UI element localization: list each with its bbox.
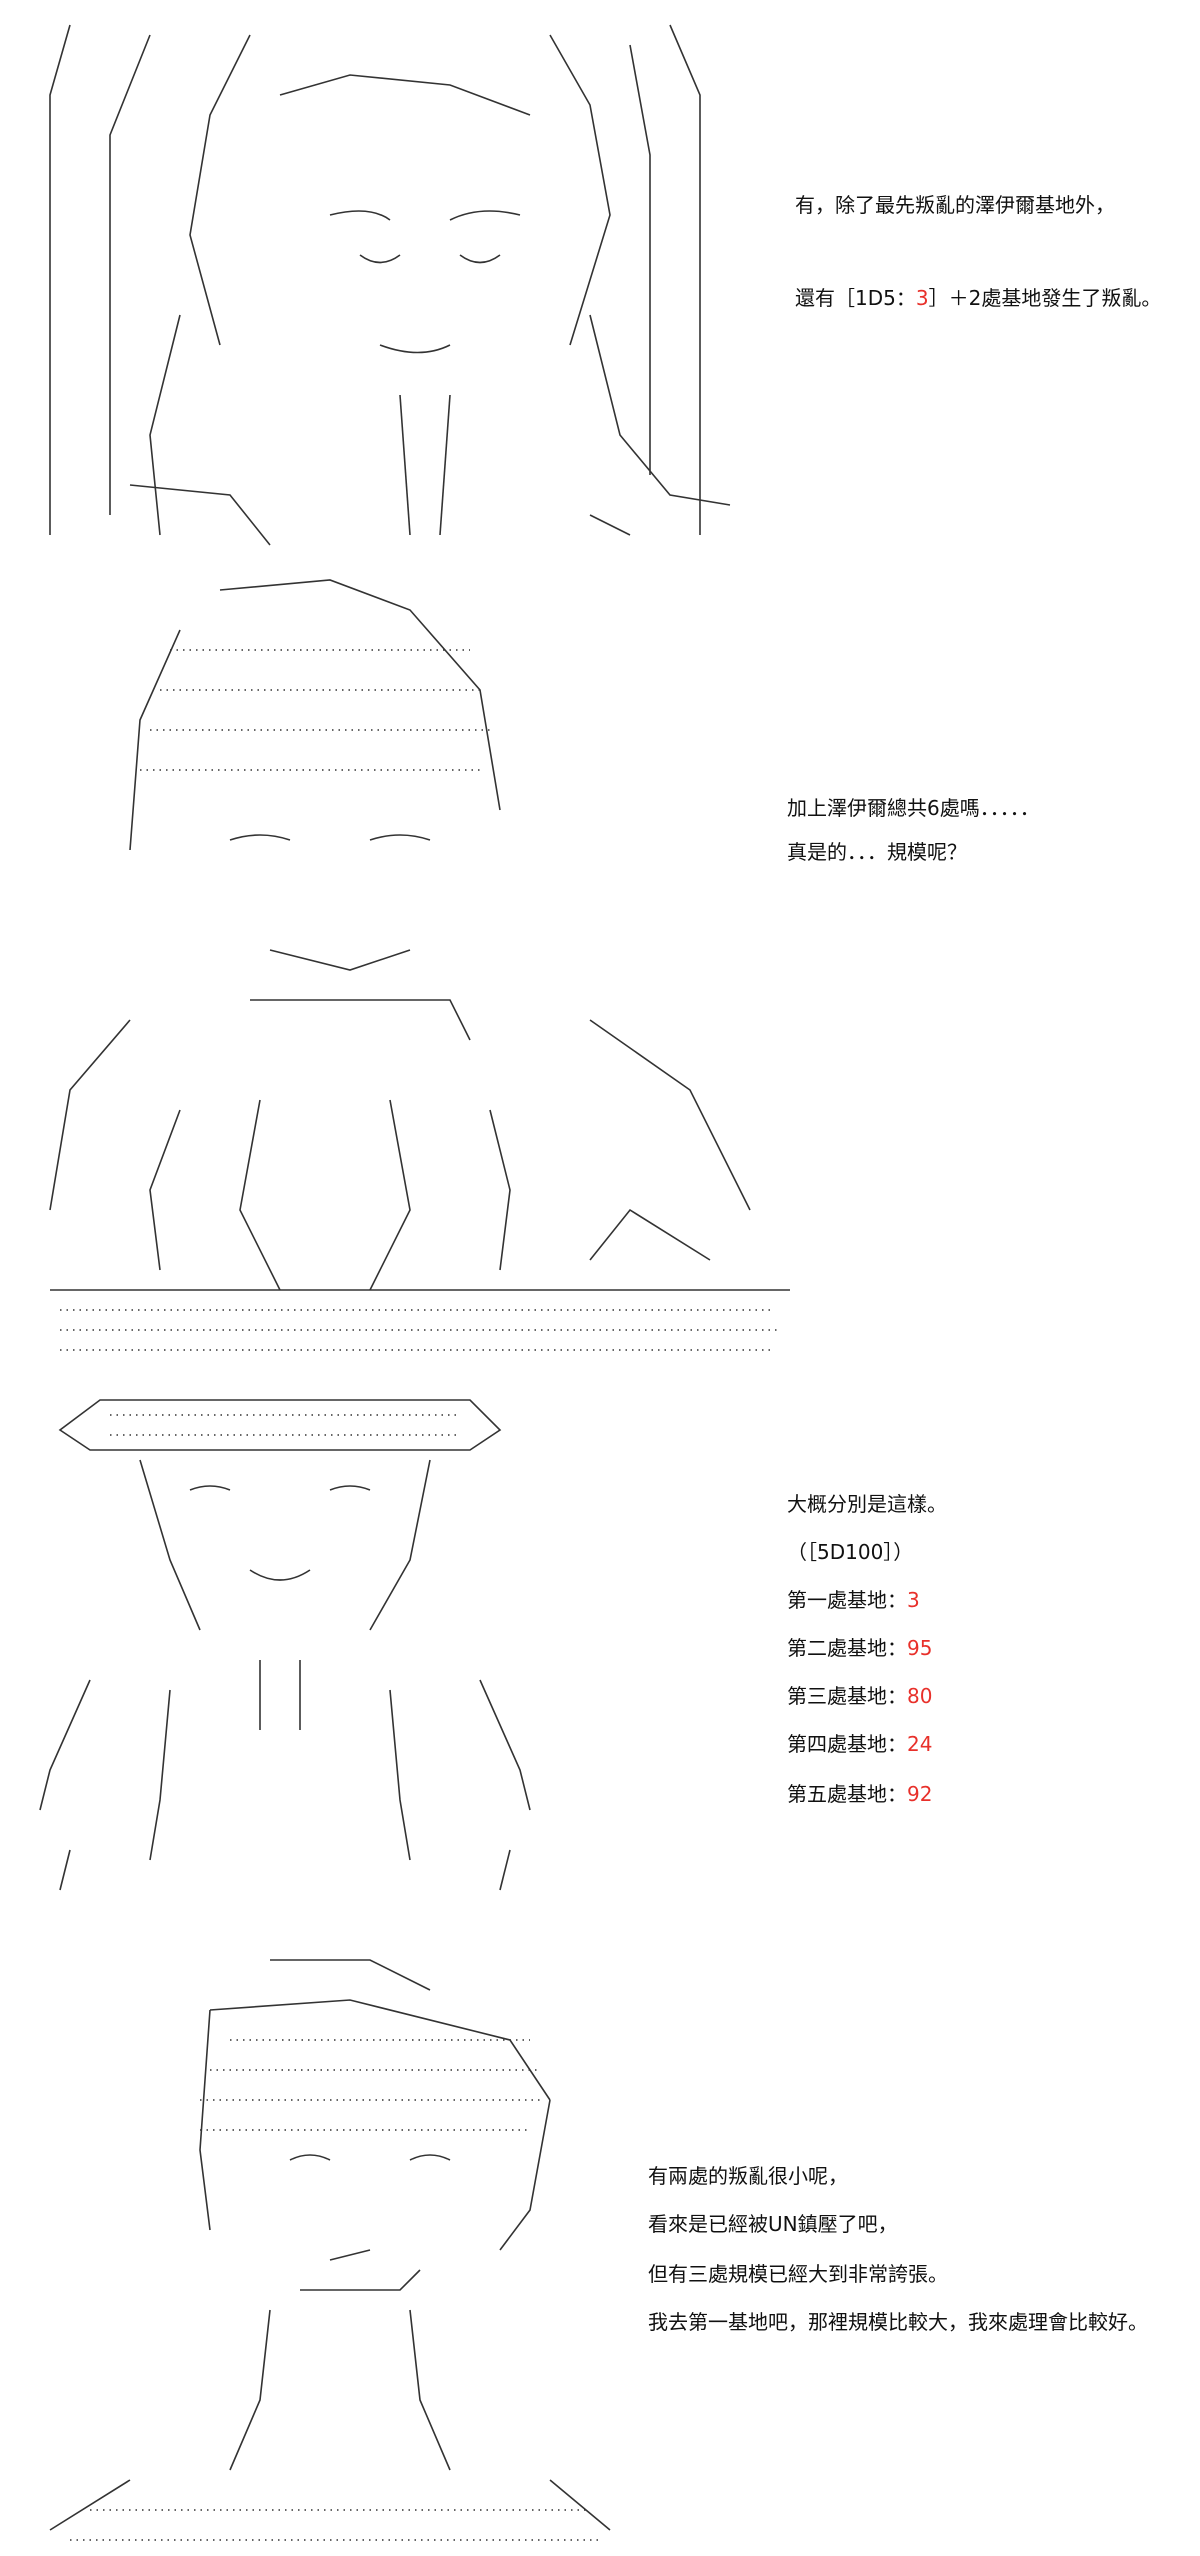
dialogue-line: 加上澤伊爾總共6處嗎．．．．． [787,796,1040,820]
dice-roll-label: （［5D100］） [787,1540,914,1564]
dialogue-line: 真是的．．．規模呢？ [787,840,967,864]
ascii-art-character-3 [30,1390,540,1910]
base-result-row: 第一處基地：3 [787,1588,920,1612]
panel-1: 有，除了最先叛亂的澤伊爾基地外， 還有［1D5：3］＋2處基地發生了叛亂。 [0,0,1200,560]
panel-4: 有兩處的叛亂很小呢， 看來是已經被UN鎮壓了吧， 但有三處規模已經大到非常誇張。… [0,1950,1200,2556]
ascii-art-character-2 [30,570,790,1360]
dialogue-line: 我去第一基地吧，那裡規模比較大，我來處理會比較好。 [648,2310,1148,2334]
panel-2: 加上澤伊爾總共6處嗎．．．．． 真是的．．．規模呢？ [0,570,1200,1370]
dialogue-line: 有，除了最先叛亂的澤伊爾基地外， [795,193,1115,217]
dialogue-text: ］＋2處基地發生了叛亂。 [928,286,1162,310]
dice-result: 3 [915,286,929,310]
base-value: 24 [907,1732,933,1756]
dialogue-text: 還有［1D5： [795,286,916,310]
base-result-row: 第四處基地：24 [787,1732,932,1756]
base-value: 92 [907,1782,933,1806]
base-label: 第五處基地： [787,1782,907,1806]
base-label: 第一處基地： [787,1588,907,1612]
base-label: 第四處基地： [787,1732,907,1756]
dialogue-line: 但有三處規模已經大到非常誇張。 [648,2262,948,2286]
ascii-art-character-4 [30,1950,630,2550]
base-value: 80 [907,1684,933,1708]
base-label: 第二處基地： [787,1636,907,1660]
dialogue-line: 看來是已經被UN鎮壓了吧， [648,2212,898,2236]
dialogue-line: 大概分別是這樣。 [787,1492,947,1516]
base-result-row: 第二處基地：95 [787,1636,932,1660]
base-result-row: 第三處基地：80 [787,1684,932,1708]
dialogue-line-dice: 還有［1D5：3］＋2處基地發生了叛亂。 [795,286,1161,310]
base-value: 3 [907,1588,920,1612]
dialogue-line: 有兩處的叛亂很小呢， [648,2164,848,2188]
base-value: 95 [907,1636,933,1660]
panel-3: 大概分別是這樣。 （［5D100］） 第一處基地：3 第二處基地：95 第三處基… [0,1390,1200,1930]
base-label: 第三處基地： [787,1684,907,1708]
base-result-row: 第五處基地：92 [787,1782,932,1806]
ascii-art-character-1 [30,15,750,555]
